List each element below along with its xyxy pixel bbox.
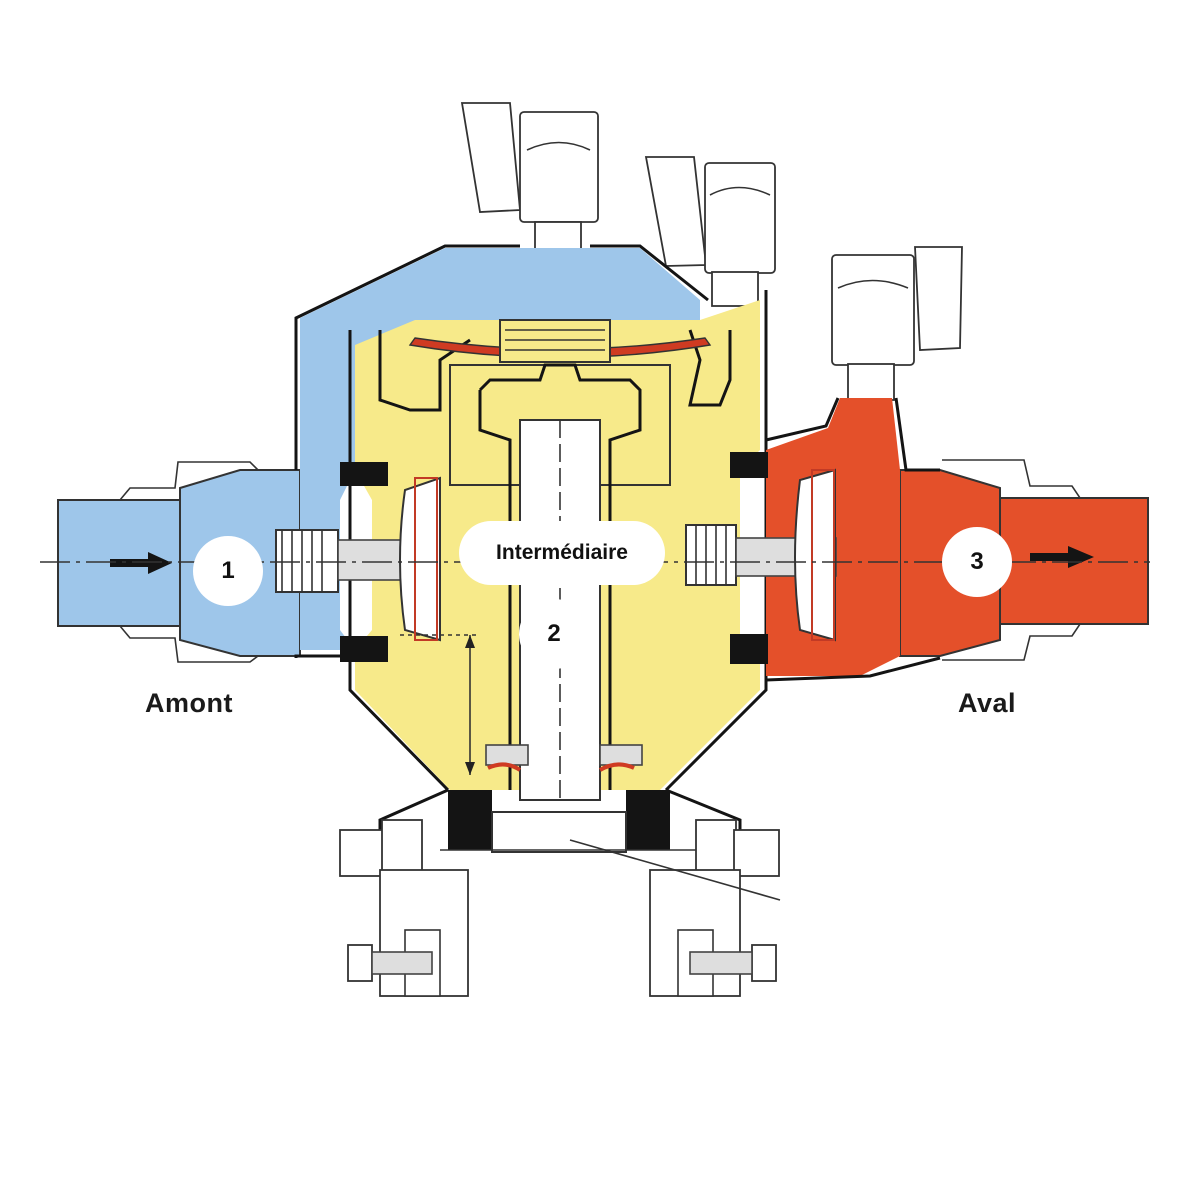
downstream-label: Aval <box>958 688 1017 718</box>
second-check-valve <box>685 468 837 642</box>
intermediate-label: Intermédiaire <box>459 521 665 585</box>
dimension-arrow <box>400 634 480 775</box>
badge-intermediate: 2 <box>519 599 589 669</box>
badge-upstream: 1 <box>193 536 263 606</box>
flow-arrow-in <box>110 552 172 574</box>
drain-outlet <box>339 788 781 997</box>
test-cock-middle <box>644 156 776 307</box>
first-check-valve <box>275 476 441 642</box>
badge-downstream: 3 <box>942 527 1012 597</box>
outlet-pipe <box>899 459 1149 661</box>
test-cock-right <box>831 246 963 401</box>
test-cock-left <box>460 102 599 257</box>
upstream-label: Amont <box>145 688 233 718</box>
gaskets <box>340 452 768 664</box>
